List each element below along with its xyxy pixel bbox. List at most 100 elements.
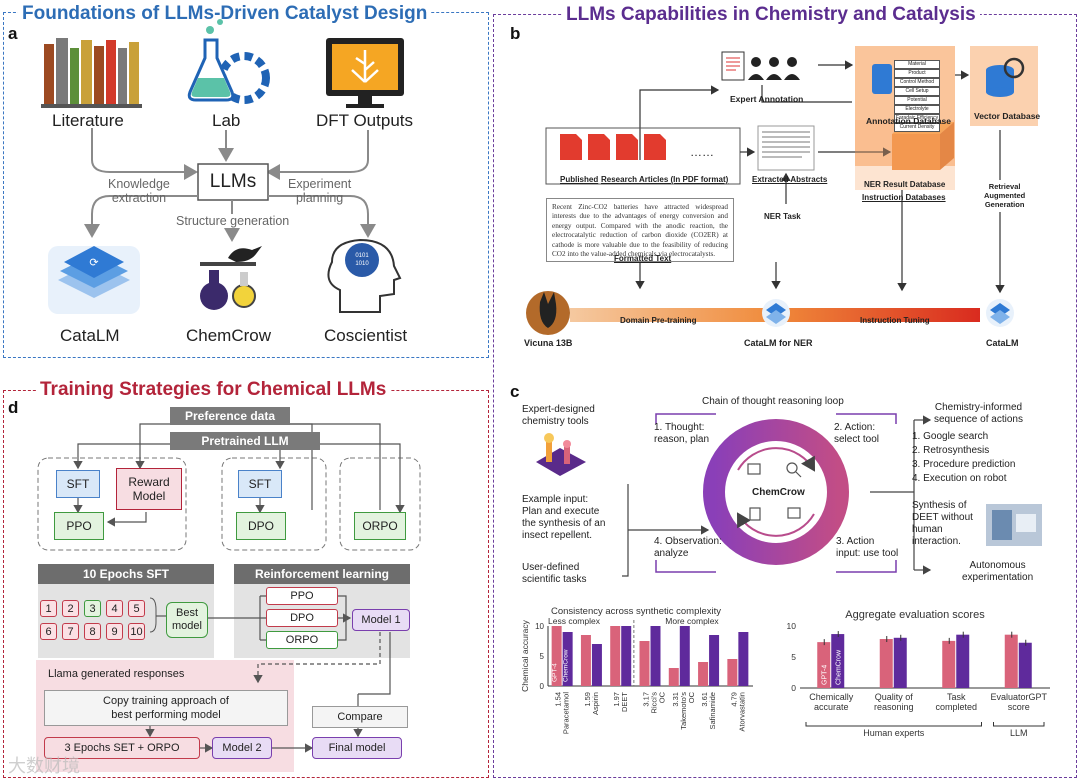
svg-text:⟳: ⟳: [89, 257, 98, 269]
chart1-y-axis-label: Chemical accuracy: [520, 619, 530, 692]
chart1-x-tick-label: 3.31: [671, 692, 680, 707]
chart1-title: Consistency across synthetic complexity: [551, 606, 721, 617]
extracted-abstracts-label: Extracted Abstracts: [752, 175, 828, 184]
chart2-legend-gpt4: GPT-4: [821, 665, 828, 685]
action-label: 2. Action: select tool: [834, 422, 880, 445]
epoch-square: 1: [40, 600, 57, 617]
chart2-title: Aggregate evaluation scores: [845, 609, 985, 621]
svg-text:1010: 1010: [355, 261, 369, 267]
annot-row: Potential: [894, 96, 940, 105]
chart2-x-tick-label: completed: [935, 702, 977, 712]
sft10-header: 10 Epochs SFT: [38, 564, 214, 584]
chart1-x-tick-label: OC: [687, 691, 696, 703]
chart1-bar-gpt4: [727, 659, 738, 686]
chart1-x-tick-label: OC: [658, 691, 667, 703]
instruction-tuning-label: Instruction Tuning: [860, 316, 930, 325]
chart1-x-tick-label: 1.54: [554, 692, 563, 707]
chart2-bar-chemcrow: [893, 637, 907, 688]
output-label-chemcrow: ChemCrow: [186, 326, 272, 345]
chemcrow-loop: [536, 413, 1042, 577]
expert-annotation-label: Expert Annotation: [730, 94, 804, 104]
chart1-x-tick-label: 4.79: [729, 692, 738, 707]
chart1-bar-gpt4: [610, 626, 621, 686]
chart1-bar-chemcrow: [738, 632, 749, 686]
epoch-square: 4: [106, 600, 123, 617]
brain-head-icon: 0101 1010: [327, 238, 402, 313]
annotation-db-label: Annotation Database: [866, 116, 952, 126]
robot-lab-photo: [986, 504, 1042, 546]
chart2-group-bracket: [805, 722, 982, 727]
watermark: 大数财境: [8, 756, 80, 776]
consistency-chart: Consistency across synthetic complexityL…: [520, 606, 753, 734]
sft-box-2: SFT: [238, 470, 282, 498]
epoch-square: 10: [128, 623, 145, 640]
preference-data-bar: Preference data: [170, 407, 290, 425]
monitor-icon: [326, 38, 404, 108]
formatted-article-text: Recent Zinc-CO2 batteries have attracted…: [546, 198, 734, 262]
published-label: Published: [560, 175, 599, 184]
chart2-bar-chemcrow: [831, 634, 845, 688]
reward-model-box: Reward Model: [116, 468, 182, 510]
panel-c-label: c: [510, 382, 520, 401]
llama-label: Llama generated responses: [48, 668, 185, 680]
panel-d-label: d: [8, 398, 19, 417]
books-icon: [41, 38, 142, 108]
chart2-x-tick-label: Chemically: [809, 692, 854, 702]
catalm-icon: ⟳: [48, 246, 140, 314]
chart2-bar-gpt4: [817, 642, 831, 688]
chart2-bar-chemcrow: [1018, 642, 1032, 688]
output-label-coscientist: Coscientist: [324, 326, 408, 345]
chart1-bar-chemcrow: [650, 626, 661, 686]
aggregate-scores-chart: Aggregate evaluation scores0510Chemicall…: [787, 609, 1050, 738]
action-input-label: 3. Action input: use tool: [836, 536, 899, 559]
autonomous-label: Autonomous experimentation: [962, 560, 1034, 583]
sft-box: SFT: [56, 470, 100, 498]
chart1-bar-gpt4: [639, 641, 650, 686]
ner-task-label: NER Task: [764, 212, 801, 221]
epoch-square: 9: [106, 623, 123, 640]
chart1-y-tick-label: 0: [540, 682, 545, 691]
rl-dpo-box: DPO: [266, 609, 338, 627]
chemcrow-center-label: ChemCrow: [752, 487, 805, 498]
chart1-legend-chemcrow: ChemCrow: [563, 649, 570, 682]
rl-ppo-box: PPO: [266, 587, 338, 605]
chart1-bar-chemcrow: [621, 626, 632, 686]
catalm-label: CataLM: [986, 338, 1019, 348]
dpo-box: DPO: [236, 512, 286, 540]
rl-orpo-box: ORPO: [266, 631, 338, 649]
domain-pretraining-label: Domain Pre-training: [620, 316, 697, 325]
chart1-annotation: Less complex: [548, 616, 601, 626]
compare-box: Compare: [312, 706, 408, 728]
vicuna-label: Vicuna 13B: [524, 338, 573, 348]
llms-box: LLMs: [209, 171, 257, 192]
chart2-x-tick-label: score: [1008, 702, 1030, 712]
chart2-x-tick-label: Task: [947, 692, 966, 702]
chart1-x-tick-label: Takemoto's: [679, 692, 688, 730]
observation-label: 4. Observation: analyze: [654, 536, 722, 559]
chart2-bar-gpt4: [942, 640, 956, 688]
chart2-group-label: Human experts: [863, 728, 925, 738]
chemistry-tools-icon: [536, 433, 586, 476]
chart1-x-tick-label: DEET: [620, 692, 629, 712]
sequence-item: 2. Retrosynthesis: [912, 445, 990, 456]
best-model-box: Best model: [166, 602, 208, 638]
expert-tools-label: Expert-designed chemistry tools: [522, 404, 595, 427]
chart1-bar-chemcrow: [709, 635, 720, 686]
model2-box: Model 2: [212, 737, 272, 759]
lab-flask-icon: [187, 19, 270, 104]
annot-row: Faradaic Efficiency: [894, 114, 940, 123]
edge-experiment-planning: Experiment planning: [288, 177, 352, 205]
source-label-literature: Literature: [52, 111, 124, 130]
chart1-bar-chemcrow: [591, 644, 602, 686]
panel-d-title: Training Strategies for Chemical LLMs: [36, 379, 391, 401]
epoch-square: 5: [128, 600, 145, 617]
sequence-item: 4. Execution on robot: [912, 473, 1007, 484]
sequence-title: Chemistry-informed sequence of actions: [934, 402, 1023, 425]
source-label-dft: DFT Outputs: [316, 111, 413, 130]
edge-knowledge-extraction: Knowledge extraction: [108, 177, 170, 205]
retrieval-label: Retrieval Augmented Generation: [984, 182, 1026, 209]
annotation-table: Material Product Control Method Cell Set…: [894, 60, 940, 132]
chart1-bar-gpt4: [668, 668, 679, 686]
chart1-x-tick-label: Aspirin: [591, 692, 600, 715]
annot-row: Current Density: [894, 123, 940, 132]
